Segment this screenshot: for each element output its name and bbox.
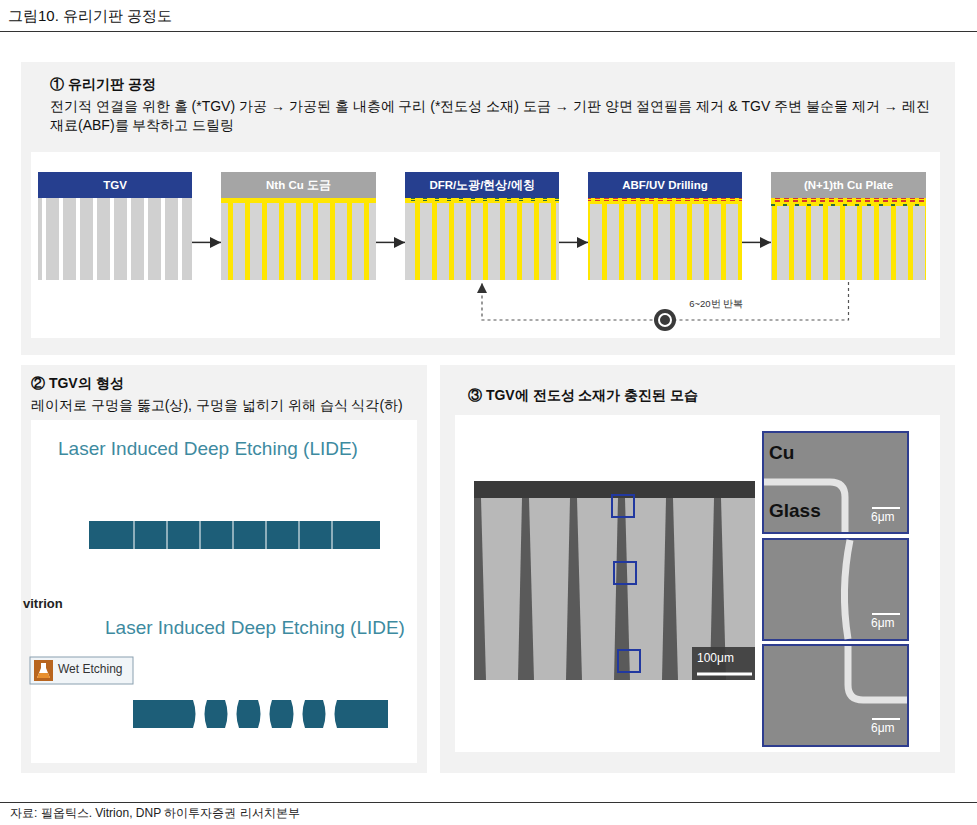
footer-rule <box>0 802 977 803</box>
step-header: ABF/UV Drilling <box>588 172 742 198</box>
panel-ground <box>21 62 955 355</box>
glass-substrate <box>221 198 376 280</box>
glass-bar <box>133 700 388 728</box>
flask-icon <box>37 673 50 678</box>
scale-bar <box>697 673 752 676</box>
glass-bar <box>89 521 380 549</box>
zoom-marker <box>612 495 640 672</box>
copper-layer <box>405 198 559 203</box>
step-badge: Wet Etching <box>58 663 122 677</box>
panel-description: 전기적 연결을 위한 홀 (*TGV) 가공 → 가공된 홀 내층에 구리 (*… <box>50 97 935 135</box>
process-name: Laser Induced Deep Etching (LIDE) <box>58 438 358 460</box>
copper-layer <box>221 198 376 203</box>
sem-image <box>474 481 755 680</box>
step-header: (N+1)th Cu Plate <box>771 172 926 198</box>
flow-arrow <box>192 242 221 244</box>
glass-substrate <box>405 198 559 280</box>
flask-icon <box>37 663 50 678</box>
etched-holes <box>193 700 337 728</box>
process-name: Laser Induced Deep Etching (LIDE) <box>105 617 405 639</box>
figure-ground <box>455 415 940 752</box>
panel-description: 레이저로 구멍을 뚫고(상), 구멍을 넓히기 위해 습식 식각(하) <box>31 396 419 415</box>
scale-label: 6μm <box>871 722 895 736</box>
scale-label: 6μm <box>871 511 895 525</box>
step-header: Nth Cu 도금 <box>221 172 376 198</box>
step-header: TGV <box>38 172 192 198</box>
glass-substrate <box>771 198 926 280</box>
process-step: TGV <box>38 172 192 282</box>
copper-layer <box>588 198 742 204</box>
glass-substrate <box>38 198 192 280</box>
panel-heading: ② TGV의 형성 <box>31 373 419 393</box>
panel-heading: ① 유리기판 공정 <box>50 74 935 94</box>
edge-label: 6~20번 반복 <box>687 299 745 310</box>
panel-box: ① 유리기판 공정전기적 연결을 위한 홀 (*TGV) 가공 → 가공된 홀 … <box>21 62 955 355</box>
scale-bar <box>872 508 900 719</box>
step-header: DFR/노광/현상/에칭 <box>405 172 559 198</box>
flow-arrow <box>376 242 405 244</box>
panel-box: ② TGV의 형성레이저로 구멍을 뚫고(상), 구멍을 넓히기 위해 습식 식… <box>21 365 427 773</box>
glass-substrate <box>588 198 742 280</box>
process-step: (N+1)th Cu Plate <box>771 172 926 282</box>
dfr-pattern <box>405 198 559 201</box>
dfr-pattern <box>771 203 926 206</box>
company-logo: vitrion <box>23 597 63 612</box>
panel-ground <box>21 365 427 773</box>
scale-label: 6μm <box>871 617 895 631</box>
abf-layer <box>771 198 926 202</box>
sem-image <box>474 481 755 680</box>
figure-ground <box>31 420 417 763</box>
wet-etching-badge <box>30 657 133 684</box>
sem-inset <box>763 432 908 746</box>
copper-band <box>764 482 907 700</box>
figure-ground <box>31 152 940 338</box>
figure-title: 그림10. 유리기판 공정도 <box>8 7 172 24</box>
material-label: Cu <box>769 442 794 464</box>
panel-heading: ③ TGV에 전도성 소재가 충진된 모습 <box>468 385 945 405</box>
copper-layer <box>771 198 926 206</box>
flow-arrow <box>559 242 588 244</box>
process-step: ABF/UV Drilling <box>588 172 742 282</box>
panel-box: ③ TGV에 전도성 소재가 충진된 모습 <box>440 365 955 773</box>
flow-arrow <box>742 242 771 244</box>
repeat-icon <box>654 309 676 331</box>
panel-ground <box>440 365 955 773</box>
repeat-icon <box>659 314 671 326</box>
process-step: Nth Cu 도금 <box>221 172 376 282</box>
material-label: Glass <box>769 500 821 522</box>
flask-icon <box>34 660 53 681</box>
source-caption: 자료: 필옵틱스. Vitrion, DNP 하이투자증권 리서치본부 <box>10 807 300 821</box>
laser-marks <box>134 521 332 549</box>
scale-label: 100μm <box>697 652 734 666</box>
process-step: DFR/노광/현상/에칭 <box>405 172 559 282</box>
title-rule <box>0 31 977 32</box>
